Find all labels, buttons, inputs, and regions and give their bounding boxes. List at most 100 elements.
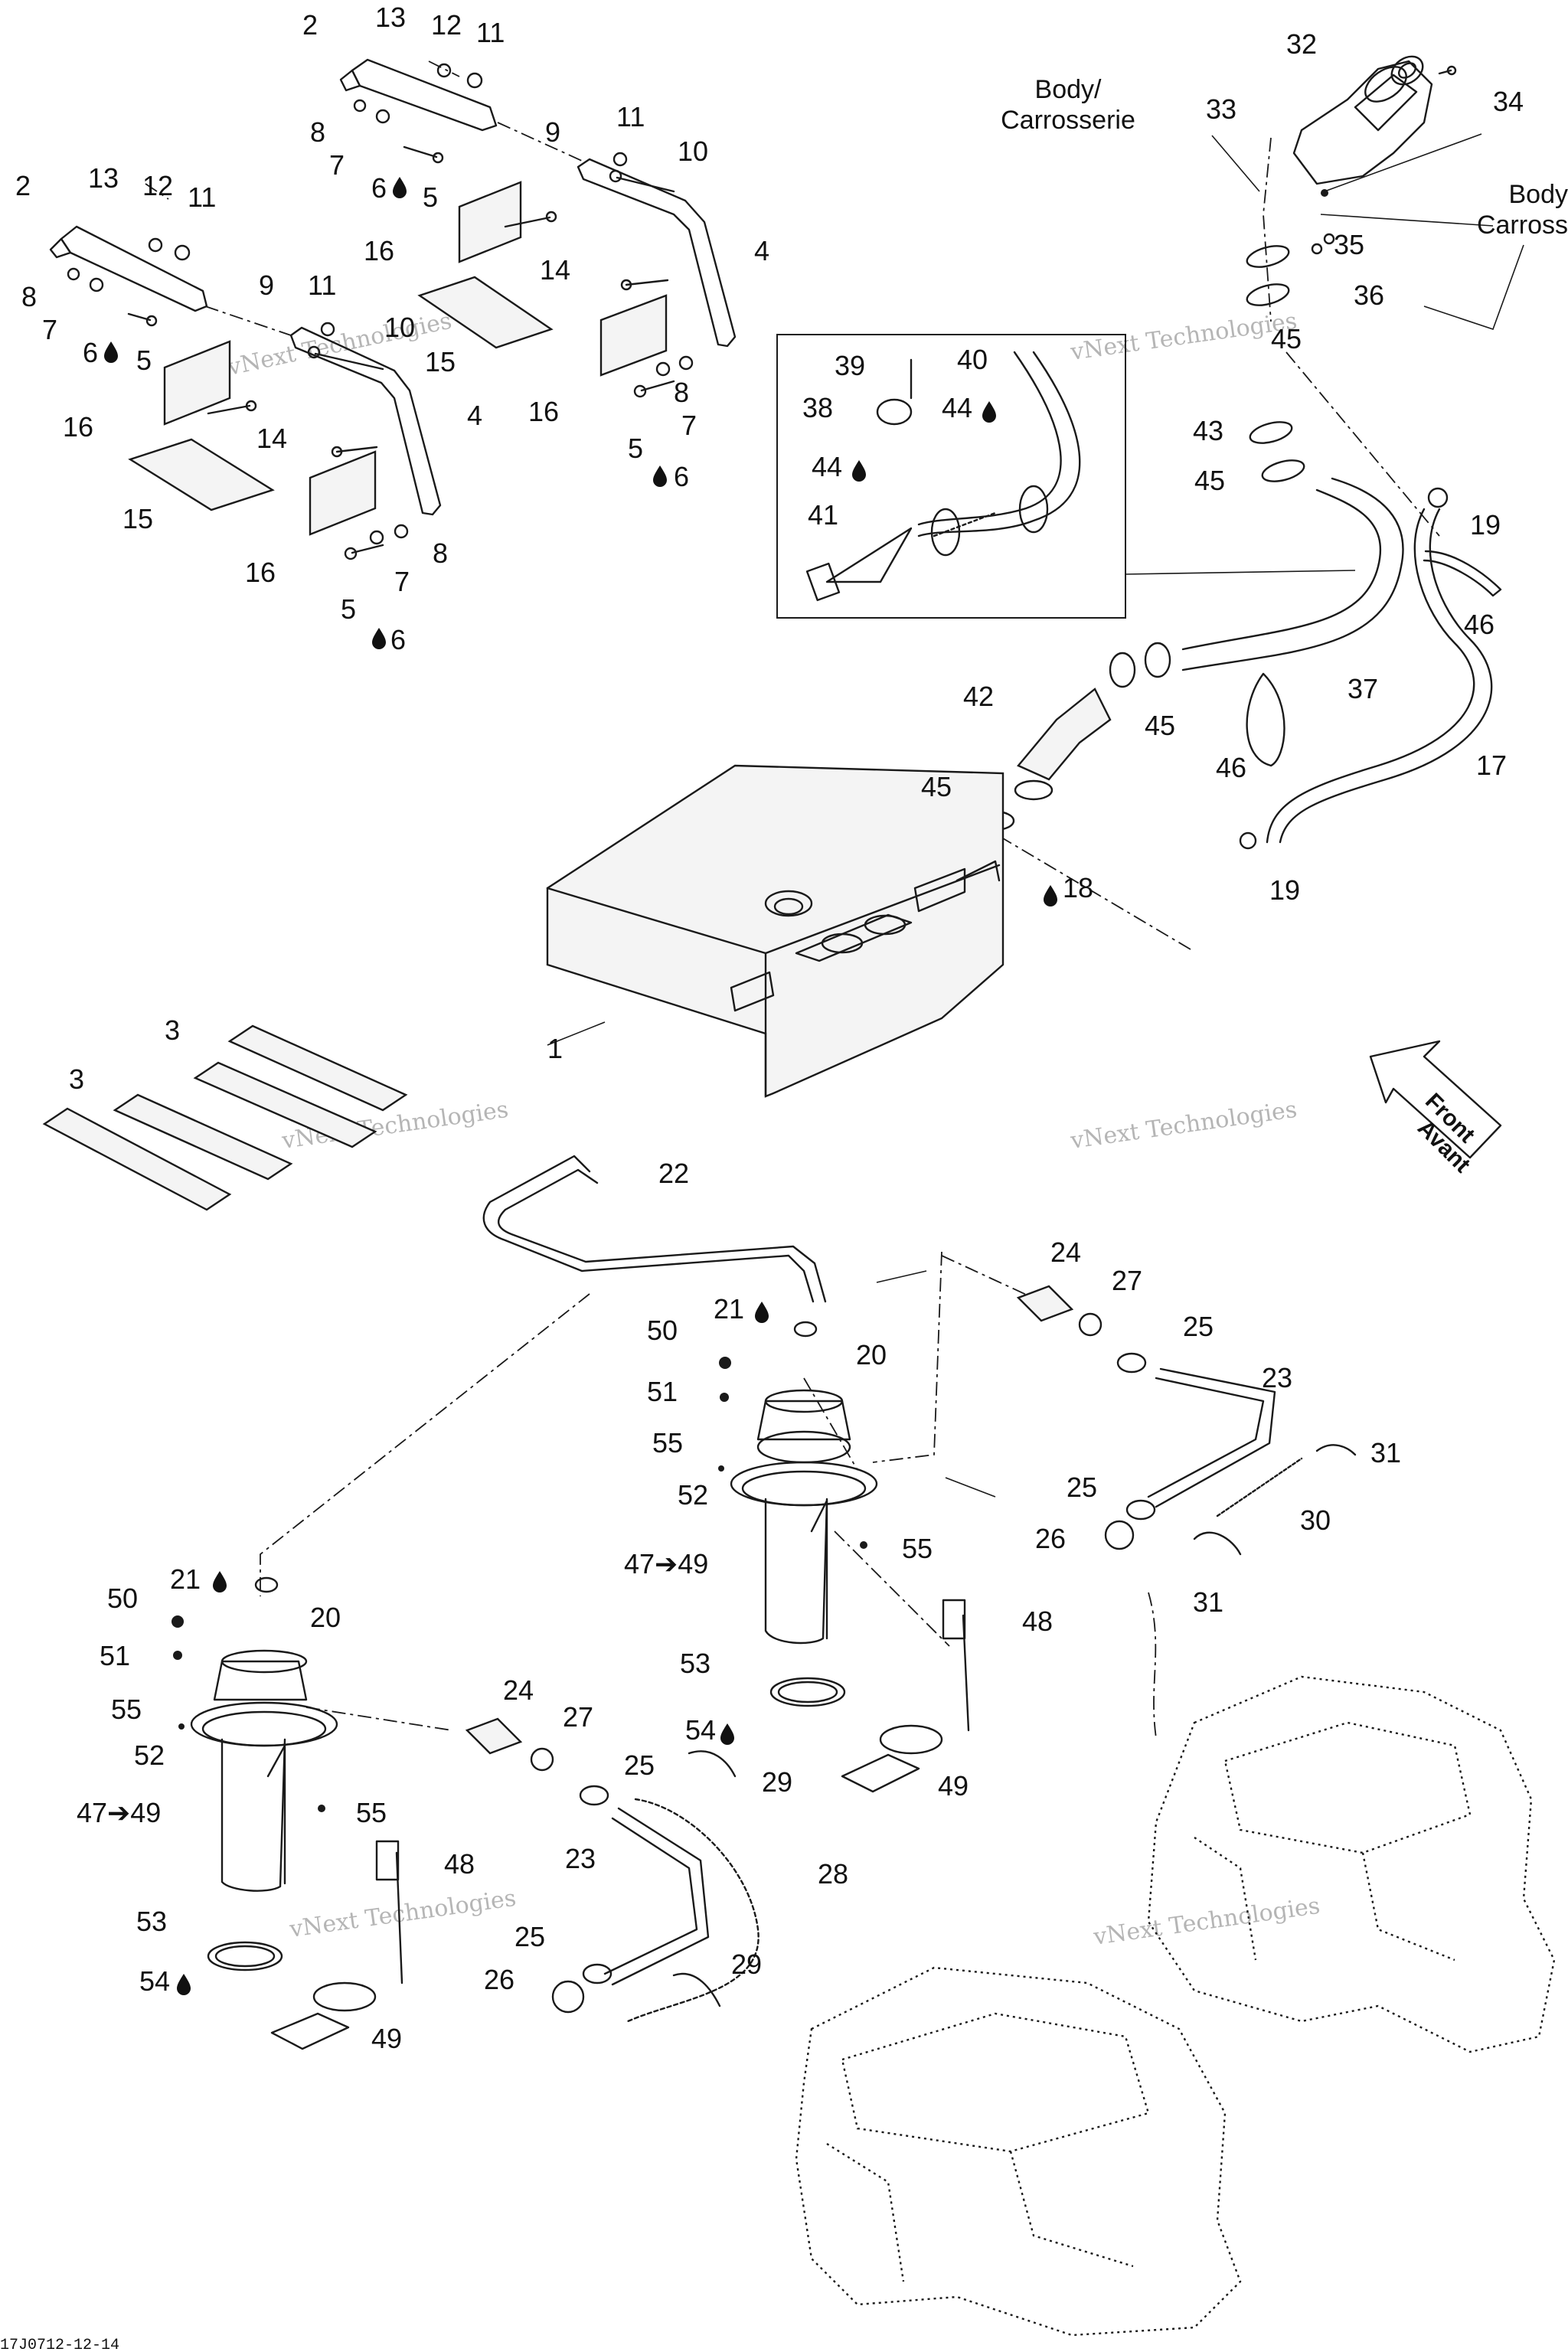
callout: 26	[1035, 1523, 1066, 1554]
callout: 15	[122, 503, 153, 534]
callout: 53	[136, 1906, 167, 1937]
callout: 14	[540, 254, 570, 286]
callout: 29	[731, 1949, 762, 1980]
callout: 36	[1354, 279, 1384, 311]
callout: 34	[1493, 86, 1524, 117]
callout: 6	[371, 172, 387, 204]
callout: 25	[1183, 1311, 1214, 1342]
callout: 13	[375, 2, 406, 33]
callout: 45	[1145, 710, 1175, 741]
watermark-text: vNext Technologies	[1068, 308, 1298, 366]
callout: 25	[514, 1921, 545, 1952]
callout: 10	[384, 312, 415, 343]
callout: 54	[139, 1965, 170, 1997]
callout: 29	[762, 1766, 792, 1798]
elbow-42	[1017, 688, 1112, 781]
callout: 27	[563, 1701, 593, 1733]
callout: 53	[680, 1648, 710, 1679]
pad-16	[458, 181, 522, 263]
callout: 35	[1334, 229, 1364, 260]
callout: 31	[1370, 1437, 1401, 1468]
watermarks: vNext Technologies vNext Technologies vN…	[224, 308, 1321, 1951]
tank-straps-assembly-left	[49, 58, 737, 560]
callout: 20	[310, 1602, 341, 1633]
callout: 54	[685, 1714, 716, 1746]
carrosserie-label: Carrosserie	[1001, 106, 1135, 135]
front-arrow-icon: Front Avant	[1369, 1040, 1502, 1178]
callout: 55	[652, 1427, 683, 1459]
callout: 11	[188, 181, 216, 213]
callout: 26	[484, 1964, 514, 1995]
callout: 49	[938, 1770, 969, 1802]
pad-16	[309, 450, 377, 536]
callout: 6	[674, 461, 689, 492]
callout: 47➔49	[77, 1797, 161, 1828]
callout: 7	[329, 149, 345, 181]
callout: 4	[467, 400, 482, 431]
callout: 21	[170, 1563, 201, 1595]
fuel-pump-assembly-lower	[172, 1576, 403, 2050]
callout: 43	[1193, 415, 1223, 446]
callout: 31	[1193, 1586, 1223, 1618]
callout: 10	[678, 136, 708, 167]
callout: 8	[310, 116, 325, 148]
callout: 42	[963, 681, 994, 712]
callout: 52	[134, 1740, 165, 1771]
engine-outline-1	[1147, 1675, 1556, 2053]
callout: 17	[1476, 750, 1507, 781]
callout: 11	[308, 270, 336, 301]
callout: 20	[856, 1339, 887, 1370]
callout: 6	[390, 624, 406, 655]
callout: 41	[808, 499, 838, 531]
callout: 8	[21, 281, 37, 312]
callout: 39	[835, 350, 865, 381]
callout: 9	[545, 116, 560, 148]
fuel-lines-right	[465, 1285, 1357, 2023]
fuel-pump-assembly-upper	[718, 1321, 970, 1793]
callout: 16	[63, 411, 93, 443]
callout: 51	[100, 1640, 130, 1671]
callout: 45	[1271, 323, 1302, 354]
callout: 2	[302, 9, 318, 41]
callout: 52	[678, 1479, 708, 1511]
callout: 4	[754, 235, 769, 266]
leader-lines	[547, 133, 1524, 1498]
callout: 48	[1022, 1606, 1053, 1637]
callout: 23	[1262, 1362, 1292, 1393]
callout: 5	[423, 181, 438, 213]
drawing-code: 17J0712-12-14	[0, 2337, 119, 2352]
callout: 11	[476, 17, 505, 48]
watermark-text: vNext Technologies	[1068, 1096, 1298, 1155]
callout: 11	[616, 101, 645, 132]
callout: 24	[1050, 1236, 1081, 1268]
callout: 55	[356, 1797, 387, 1828]
callout: 19	[1269, 874, 1300, 906]
callout: 1	[547, 1033, 563, 1064]
callout: 44	[942, 392, 972, 423]
callout: 48	[444, 1848, 475, 1880]
callout: 32	[1286, 28, 1317, 60]
filler-plate-33	[1292, 60, 1433, 185]
pad-15	[417, 276, 554, 349]
filler-neck-assembly	[975, 55, 1502, 850]
inset-hose-43	[805, 351, 1081, 602]
callout: 5	[341, 593, 356, 625]
callout: 55	[111, 1694, 142, 1725]
body-label: Body/	[1035, 75, 1102, 104]
callout: 45	[921, 771, 952, 802]
body-label-right: Body	[1509, 180, 1568, 209]
callout: 23	[565, 1843, 596, 1874]
callout: 3	[165, 1014, 180, 1046]
callout: 8	[433, 537, 448, 569]
callout: 7	[394, 566, 410, 597]
callout-numbers: 2 13 12 11 8 7 6 5 9 11 10 4 2 13 12 11 …	[15, 2, 1524, 2054]
fuel-tank-1	[546, 764, 1004, 1098]
callout: 45	[1194, 465, 1225, 496]
callout: 28	[818, 1858, 848, 1890]
callout: 16	[364, 235, 394, 266]
callout: 44	[812, 451, 842, 482]
callout: 30	[1300, 1504, 1331, 1536]
callout: 55	[902, 1533, 933, 1564]
callout: 46	[1216, 752, 1246, 783]
